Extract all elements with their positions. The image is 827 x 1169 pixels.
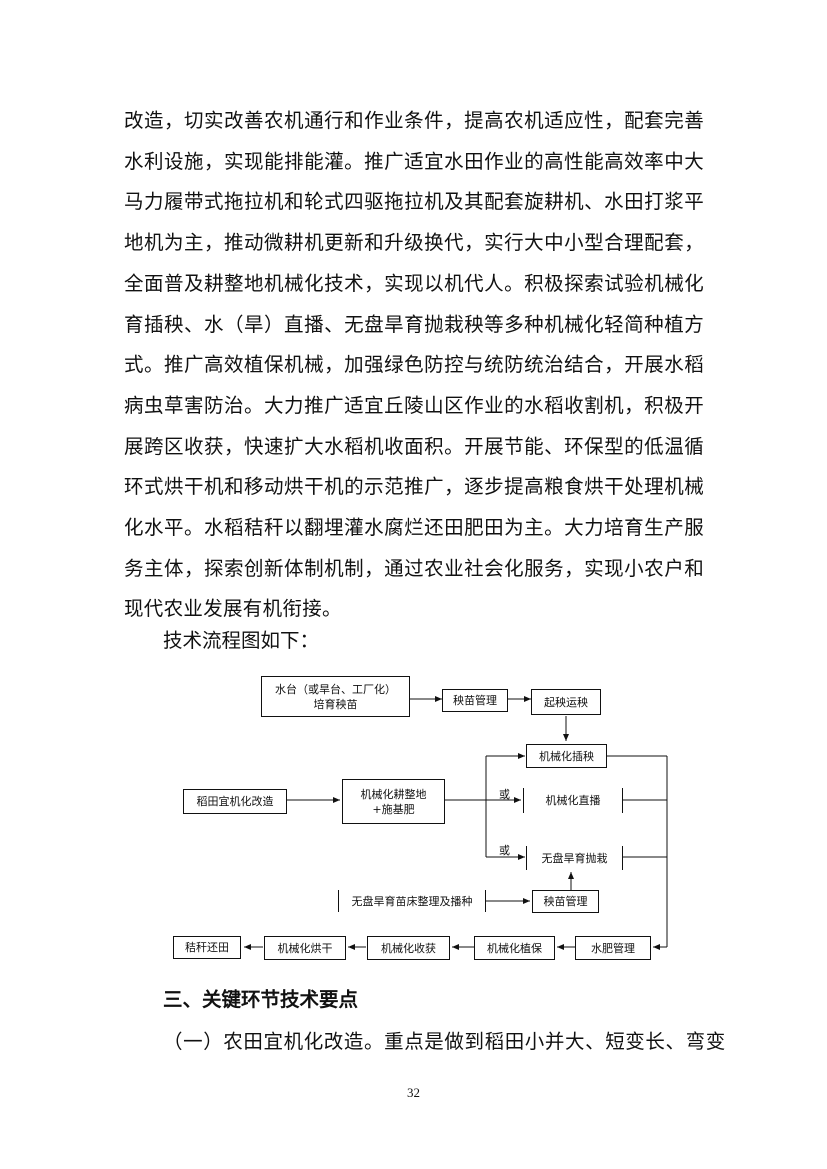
or-label-2: 或 <box>499 844 510 857</box>
or-label-1: 或 <box>499 788 510 801</box>
direct-seed-box: 机械化直播 <box>523 788 623 813</box>
direct-seed-label: 机械化直播 <box>545 794 601 807</box>
seedling-mgmt-box: 秧苗管理 <box>442 689 508 712</box>
subsection-paragraph: （一）农田宜机化改造。重点是做到稻田小并大、短变长、弯变 <box>163 1030 726 1053</box>
transplant-label: 机械化插秧 <box>539 749 594 763</box>
harvest-box: 机械化收获 <box>367 936 450 960</box>
tillage-box: 机械化耕整地 +施基肥 <box>342 779 445 824</box>
tillage-line2: +施基肥 <box>372 802 415 816</box>
nursery-line1: 水台（或旱台、工厂化） <box>275 682 396 696</box>
body-paragraph: 改造，切实改善农机通行和作业条件，提高农机适应性，配套完善水利设施，实现能排能灌… <box>124 109 704 621</box>
seedling-mgmt2-box: 秧苗管理 <box>532 890 599 913</box>
tillage-line1: 机械化耕整地 <box>360 787 427 801</box>
page-number: 32 <box>407 1085 420 1100</box>
drying-box: 机械化烘干 <box>264 936 346 960</box>
transplant-box: 机械化插秧 <box>526 744 607 768</box>
nursery-box: 水台（或旱台、工厂化） 培育秧苗 <box>261 676 410 717</box>
straw-label: 秸秆还田 <box>185 941 229 954</box>
seedling-mgmt2-label: 秧苗管理 <box>543 895 588 908</box>
field-prep-box: 稻田宜机化改造 <box>183 789 287 814</box>
water-fert-label: 水肥管理 <box>591 941 635 955</box>
throw-plant-label: 无盘旱育抛栽 <box>541 851 608 865</box>
transport-box: 起秧运秧 <box>531 689 601 715</box>
section-heading: 三、关键环节技术要点 <box>163 988 359 1011</box>
throw-plant-box: 无盘旱育抛栽 <box>526 846 623 870</box>
protection-label: 机械化植保 <box>487 941 542 955</box>
protection-box: 机械化植保 <box>474 936 555 960</box>
flowchart-intro: 技术流程图如下： <box>163 629 320 652</box>
dry-nursery-box: 无盘旱育苗床整理及播种 <box>338 890 486 912</box>
seedling-mgmt-label: 秧苗管理 <box>453 694 497 707</box>
straw-box: 秸秆还田 <box>173 936 241 959</box>
water-fert-box: 水肥管理 <box>575 936 651 960</box>
dry-nursery-label: 无盘旱育苗床整理及播种 <box>351 894 473 908</box>
drying-label: 机械化烘干 <box>277 941 333 955</box>
field-prep-label: 稻田宜机化改造 <box>196 795 274 808</box>
nursery-line2: 培育秧苗 <box>313 697 358 711</box>
harvest-label: 机械化收获 <box>381 941 436 955</box>
transport-label: 起秧运秧 <box>544 695 588 709</box>
